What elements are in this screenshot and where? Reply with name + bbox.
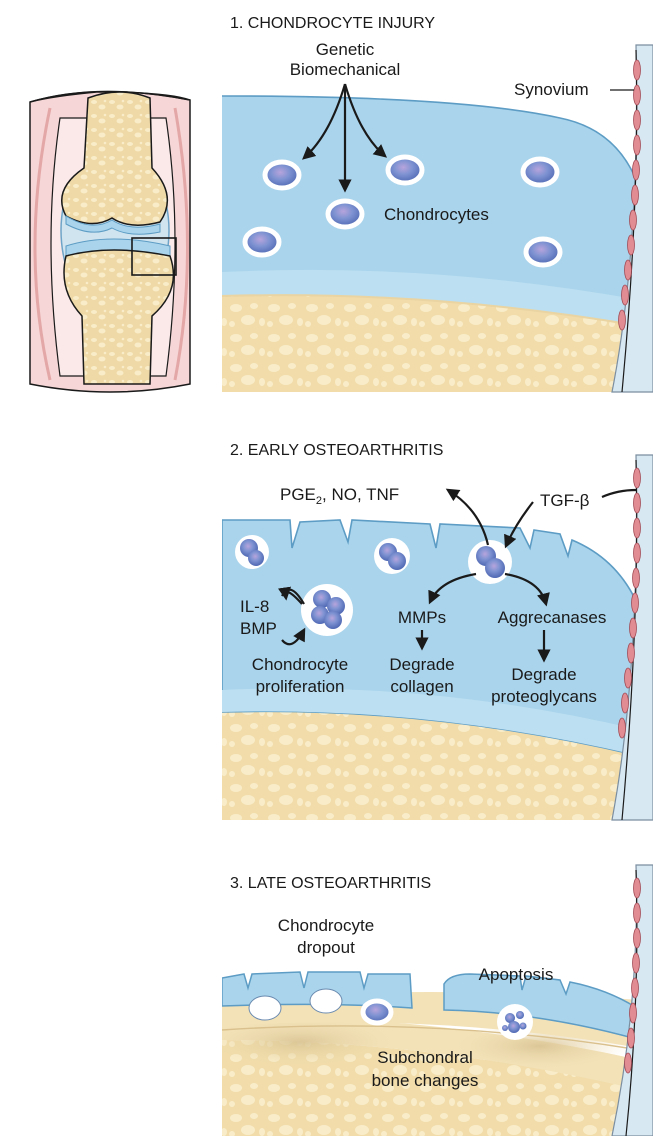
knee-joint-overview bbox=[30, 91, 190, 392]
panel-late-osteoarthritis: 3. LATE OSTEOARTHRITIS bbox=[200, 865, 653, 1136]
dropout-line2: dropout bbox=[297, 938, 355, 957]
tgf-leader bbox=[602, 490, 636, 497]
dropout-line1: Chondrocyte bbox=[278, 916, 374, 935]
degrade-proteoglycans-line1: Degrade bbox=[511, 665, 576, 684]
tgf-beta-label: TGF-β bbox=[540, 491, 590, 510]
bone-changes-line2: bone changes bbox=[372, 1071, 479, 1090]
panel3-heading: 3. LATE OSTEOARTHRITIS bbox=[230, 875, 431, 892]
mmps-label: MMPs bbox=[398, 608, 446, 627]
cause-biomechanical: Biomechanical bbox=[290, 60, 401, 79]
panel2-heading: 2. EARLY OSTEOARTHRITIS bbox=[230, 442, 443, 459]
cause-genetic: Genetic bbox=[316, 40, 375, 59]
bone-changes-line1: Subchondral bbox=[377, 1048, 472, 1067]
panel1-heading: 1. CHONDROCYTE INJURY bbox=[230, 15, 435, 32]
synovium-label: Synovium bbox=[514, 80, 589, 99]
remaining-chondrocyte bbox=[363, 1001, 391, 1023]
panel-chondrocyte-injury: 1. CHONDROCYTE INJURY Synovium Genetic B… bbox=[222, 15, 653, 400]
degrade-proteoglycans-line2: proteoglycans bbox=[491, 687, 597, 706]
degrade-collagen-line2: collagen bbox=[390, 677, 453, 696]
proliferation-line1: Chondrocyte bbox=[252, 655, 348, 674]
panel-early-osteoarthritis: 2. EARLY OSTEOARTHRITIS bbox=[222, 442, 653, 830]
aggrecanases-label: Aggrecanases bbox=[498, 608, 607, 627]
bmp-label: BMP bbox=[240, 619, 277, 638]
degrade-collagen-line1: Degrade bbox=[389, 655, 454, 674]
apoptosis-label: Apoptosis bbox=[479, 965, 554, 984]
il8-label: IL-8 bbox=[240, 597, 269, 616]
mediators-label: PGE2, NO, TNF bbox=[280, 485, 399, 507]
proliferation-line2: proliferation bbox=[256, 677, 345, 696]
apoptotic-cell bbox=[497, 1004, 533, 1040]
chondrocytes-label: Chondrocytes bbox=[384, 205, 489, 224]
